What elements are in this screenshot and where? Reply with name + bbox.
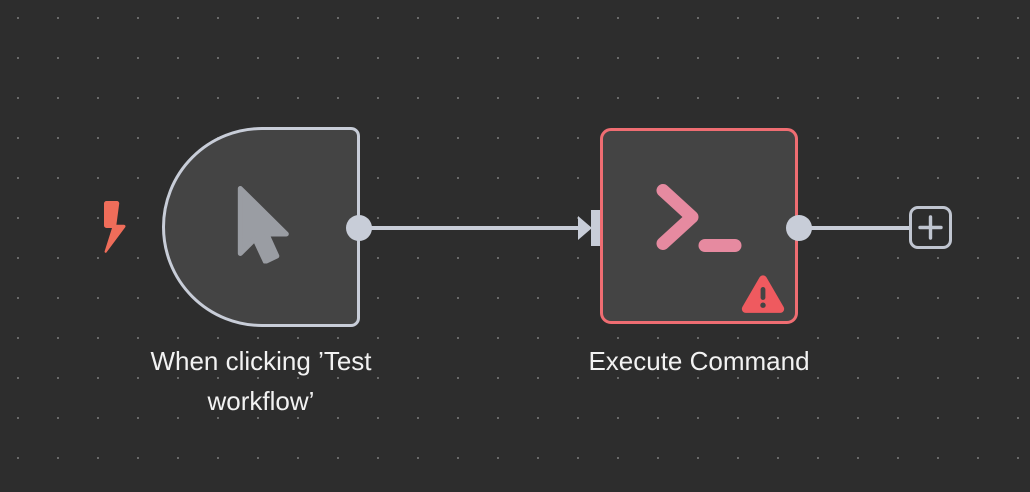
cursor-pointer-icon	[234, 186, 292, 269]
input-arrow-icon	[578, 216, 592, 240]
node-manual-trigger[interactable]	[162, 127, 360, 327]
execute-command-input-endpoint[interactable]	[578, 210, 602, 246]
connection-execute-command-to-add[interactable]	[798, 226, 910, 230]
add-node-button[interactable]	[909, 206, 952, 249]
plus-icon	[918, 215, 943, 240]
input-bar-icon	[591, 210, 602, 246]
node-label-execute-command: Execute Command	[588, 346, 810, 376]
terminal-prompt-icon	[656, 184, 742, 261]
warning-triangle-icon	[741, 273, 785, 315]
node-execute-command[interactable]	[600, 128, 798, 324]
node-label-trigger: When clicking ’Test workflow’	[150, 346, 372, 416]
connection-trigger-to-execute-command[interactable]	[358, 226, 586, 230]
lightning-bolt-icon	[98, 200, 130, 255]
